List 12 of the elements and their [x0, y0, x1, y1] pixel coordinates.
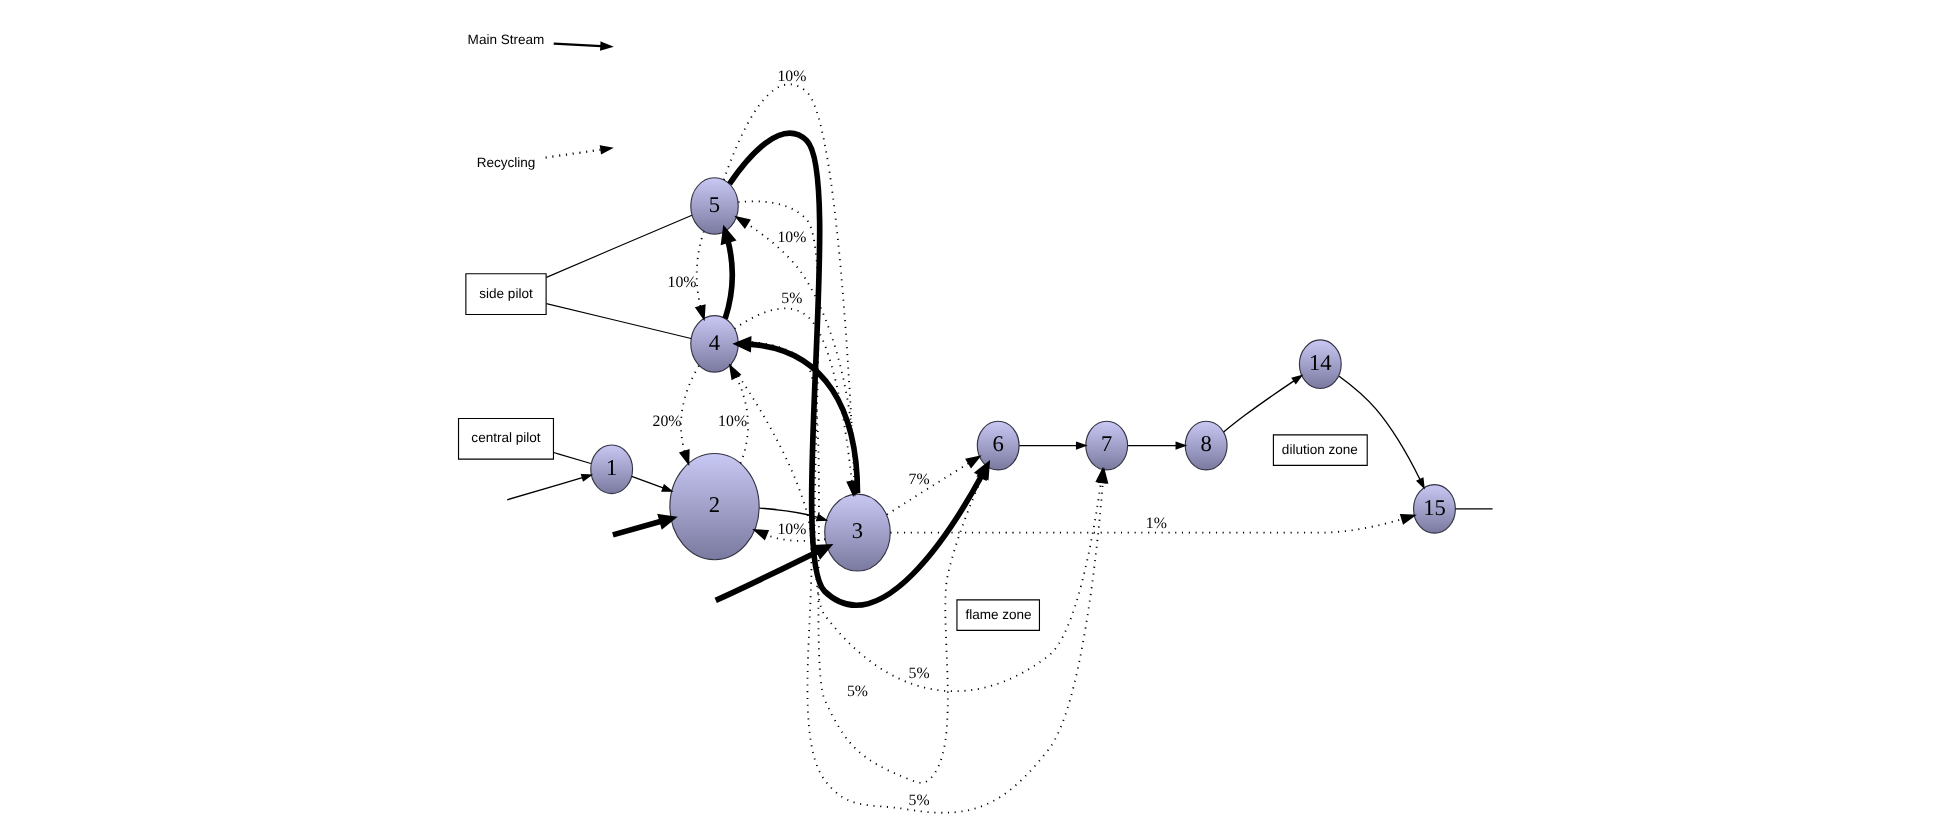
- edge-label: 5%: [780, 289, 802, 308]
- edge-label: 7%: [907, 470, 929, 489]
- edge-label: 10%: [776, 519, 806, 538]
- edge-label: 10%: [776, 228, 806, 247]
- edge-label: 5%: [845, 681, 868, 700]
- edge-label: 10%: [717, 412, 747, 431]
- edge-label: 1%: [1144, 514, 1166, 533]
- edge-label: 10%: [776, 66, 806, 85]
- edge-label: 20%: [651, 411, 681, 430]
- edge-label: 5%: [907, 791, 929, 810]
- edge-label: 10%: [666, 273, 696, 292]
- edge-label: 5%: [907, 663, 929, 682]
